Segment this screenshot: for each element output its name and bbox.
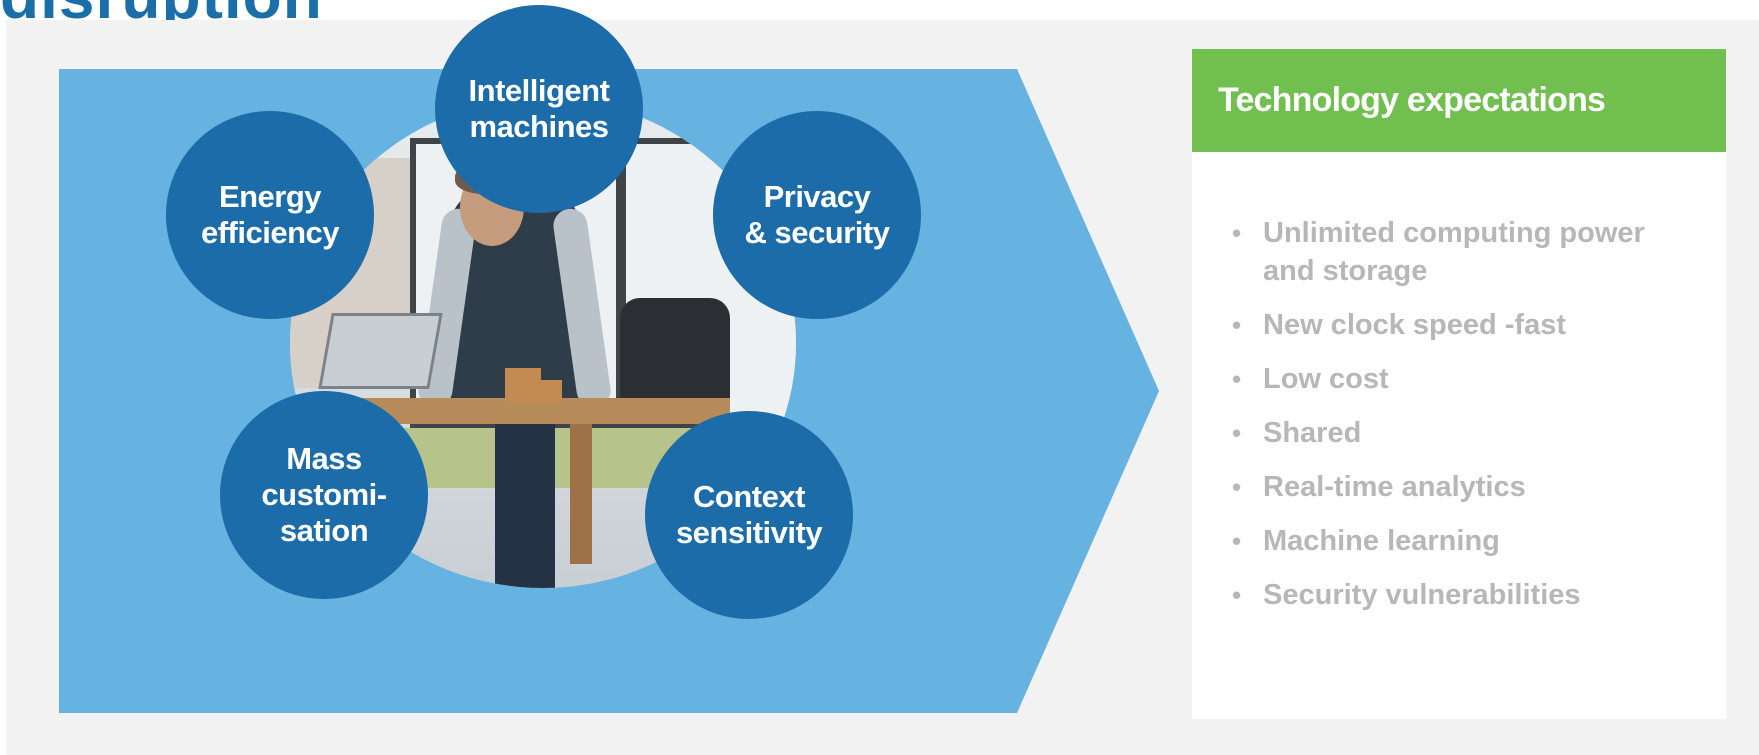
bullet-icon: • — [1232, 418, 1242, 448]
driver-label: Intelligent machines — [468, 73, 610, 144]
bullet-icon: • — [1232, 472, 1242, 502]
list-item: •Real-time analytics — [1232, 468, 1702, 506]
driver-label: Mass customi- sation — [261, 441, 387, 548]
driver-label: Context sensitivity — [675, 479, 823, 550]
list-item: •Shared — [1232, 414, 1702, 452]
driver-label: Energy efficiency — [200, 179, 340, 250]
bullet-icon: • — [1232, 580, 1242, 610]
list-item: •Unlimited computing power and storage — [1232, 214, 1702, 290]
bullet-icon: • — [1232, 526, 1242, 556]
list-item: •Low cost — [1232, 360, 1702, 398]
driver-privacy-security: Privacy & security — [713, 111, 921, 319]
bullet-icon: • — [1232, 364, 1242, 394]
list-item: •Machine learning — [1232, 522, 1702, 560]
card-header: Technology expectations — [1192, 49, 1726, 152]
technology-expectations-card: Technology expectations •Unlimited compu… — [1192, 49, 1726, 719]
driver-intelligent-machines: Intelligent machines — [435, 5, 643, 213]
driver-energy-efficiency: Energy efficiency — [166, 111, 374, 319]
card-title: Technology expectations — [1218, 81, 1606, 119]
driver-mass-customisation: Mass customi- sation — [220, 391, 428, 599]
driver-context-sensitivity: Context sensitivity — [645, 411, 853, 619]
list-item: •New clock speed -fast — [1232, 306, 1702, 344]
bullet-icon: • — [1232, 310, 1242, 340]
bullet-icon: • — [1232, 218, 1242, 248]
expectations-list: •Unlimited computing power and storage •… — [1232, 214, 1702, 630]
driver-label: Privacy & security — [744, 179, 890, 250]
list-item: •Security vulnerabilities — [1232, 576, 1702, 614]
